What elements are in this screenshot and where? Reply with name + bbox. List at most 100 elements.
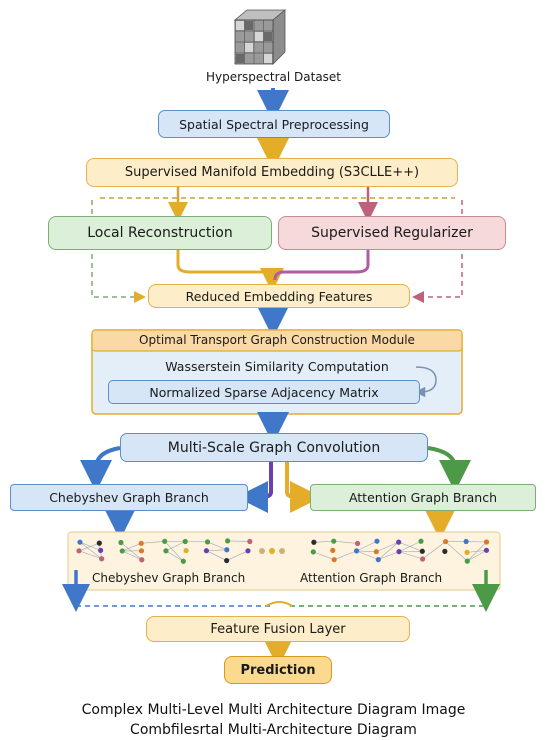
graph-node	[330, 547, 336, 553]
panel-chebyshev-label: Chebyshev Graph Branch	[92, 571, 246, 585]
graph-node	[354, 540, 361, 547]
graph-edge	[398, 541, 423, 552]
graph-node	[331, 538, 337, 544]
graph-node	[374, 538, 380, 544]
graph-node	[77, 539, 83, 545]
graph-edge	[422, 541, 446, 560]
ellipsis-dot	[259, 548, 265, 554]
graph-node	[203, 548, 210, 554]
graph-edge	[333, 540, 358, 544]
ellipsis-dot	[269, 548, 275, 554]
graph-edge	[207, 541, 227, 551]
graph-node	[76, 548, 82, 554]
reduced-features-box: Reduced Embedding Features	[148, 284, 410, 308]
graph-edge	[227, 540, 250, 542]
graph-edge	[206, 550, 227, 561]
graph-node	[396, 549, 402, 555]
graph-edge	[313, 551, 335, 560]
arrow-multiscale-yellow	[285, 462, 322, 513]
graph-edge	[226, 550, 249, 561]
graph-edge	[206, 549, 227, 552]
graph-node	[373, 549, 379, 555]
graph-node	[182, 538, 188, 545]
panel-attention-label: Attention Graph Branch	[300, 571, 443, 585]
graph-node	[396, 539, 402, 545]
graph-node	[375, 557, 381, 563]
graph-node	[464, 558, 470, 564]
graph-node	[311, 539, 317, 545]
graph-node	[99, 556, 105, 562]
graph-edge	[376, 541, 399, 552]
ot-module-header	[91, 329, 463, 352]
graph-node	[138, 548, 145, 554]
arrow-multiscale-to-chebyshev	[80, 446, 121, 492]
graph-edge	[334, 550, 357, 560]
attention-branch-box: Attention Graph Branch	[310, 484, 536, 511]
graph-node	[96, 540, 102, 546]
caption-line-1: Complex Multi-Level Multi Architecture D…	[81, 702, 466, 718]
ellipsis-dot	[279, 548, 285, 554]
graph-edge	[79, 541, 102, 559]
graph-edge	[78, 542, 100, 552]
feature-fusion-box: Feature Fusion Layer	[146, 616, 410, 642]
graph-edge	[378, 551, 400, 560]
graph-edge	[78, 550, 102, 560]
graph-node	[420, 556, 426, 562]
graph-node	[464, 549, 470, 555]
local-reconstruction-box: Local Reconstruction	[48, 216, 272, 250]
graph-edge	[445, 541, 468, 562]
caption-line-2: Combfilesrtal Multi-Architecture Diagram	[130, 722, 417, 738]
graph-node	[180, 558, 186, 564]
adjacency-matrix-box: Normalized Sparse Adjacency Matrix	[108, 380, 420, 404]
graph-node	[245, 548, 251, 554]
preprocessing-box: Spatial Spectral Preprocessing	[158, 110, 390, 138]
graph-edge	[356, 550, 379, 560]
input-label: Hyperspectral Dataset	[205, 70, 342, 84]
graph-node	[139, 557, 145, 563]
arrow-multiscale-purple	[236, 462, 273, 513]
arrow-regularizer-to-reduced	[273, 250, 370, 281]
graph-node	[118, 539, 124, 546]
graph-edge	[356, 540, 378, 552]
graph-node	[418, 538, 424, 544]
chebyshev-branch-box: Chebyshev Graph Branch	[10, 484, 248, 511]
graph-edge	[356, 550, 377, 553]
graph-node	[162, 538, 168, 544]
supervised-regularizer-box: Supervised Regularizer	[278, 216, 506, 250]
graph-node	[442, 538, 449, 545]
manifold-embedding-box: Supervised Manifold Embedding (S3CLLE++)	[86, 158, 458, 187]
hyperspectral-cube-icon	[233, 9, 287, 65]
dashed-link-left-down	[91, 200, 146, 303]
graph-node	[224, 557, 230, 564]
graph-node	[483, 539, 490, 545]
graph-node	[138, 540, 144, 546]
graph-node	[310, 549, 316, 555]
graph-node	[353, 548, 360, 554]
graph-node	[463, 538, 469, 545]
graph-edge	[398, 540, 422, 552]
graph-node	[183, 547, 189, 554]
graph-edge	[313, 540, 334, 543]
graph-network-illustration	[76, 538, 490, 564]
multiscale-convolution-box: Multi-Scale Graph Convolution	[120, 433, 428, 462]
arrow-multiscale-to-attention	[427, 446, 471, 492]
graph-edge	[467, 550, 487, 562]
graph-node	[98, 547, 104, 553]
graph-node	[225, 538, 231, 544]
graph-edge	[165, 541, 186, 552]
graph-edge	[141, 541, 165, 544]
graph-node	[247, 538, 253, 545]
graph-visualization-panel	[67, 531, 501, 591]
graph-node	[163, 548, 169, 554]
graph-node	[483, 547, 490, 553]
prediction-box: Prediction	[224, 656, 332, 684]
dashed-link-right-down	[412, 200, 463, 303]
graph-node	[331, 557, 337, 563]
wasserstein-similarity-label: Wasserstein Similarity Computation	[165, 359, 389, 374]
graph-node	[442, 548, 448, 554]
graph-edge	[467, 541, 487, 562]
graph-node	[204, 539, 211, 545]
graph-edge	[378, 541, 399, 560]
graph-edge	[165, 550, 184, 562]
merge-connector	[265, 601, 293, 607]
